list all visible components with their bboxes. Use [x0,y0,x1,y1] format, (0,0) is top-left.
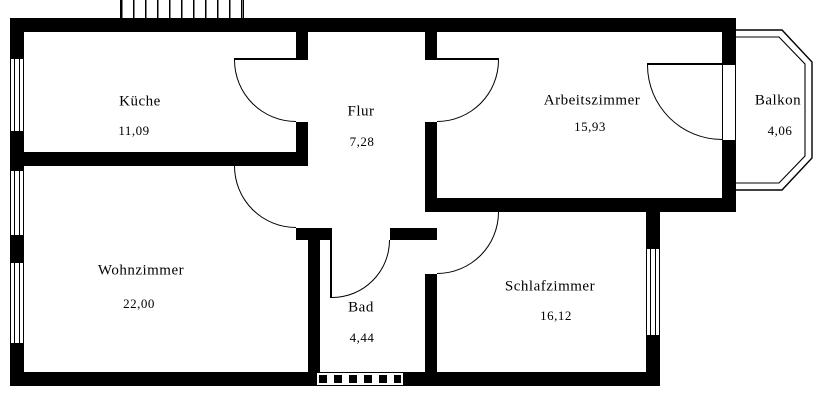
door-arc-arbeitszimmer [437,60,499,122]
wall-right-segment-1 [722,18,736,65]
door-leaf-kueche [234,58,296,60]
window-glass [650,249,656,335]
wall-bottom-segment-2 [404,372,660,386]
door-leaf-wohnzimmer [234,164,296,166]
door-arc-kueche [234,60,296,122]
window-glass [14,171,20,235]
balkon-railing [736,29,813,191]
wall-left-segment-2 [10,132,24,170]
room-label-kueche: Küche [119,93,161,110]
door-arc-schlafzimmer [437,212,499,274]
door-arc-balkon [647,65,722,140]
room-area-bad: 4,44 [349,330,375,345]
door-arc-bad [332,240,390,298]
wall-top [10,18,736,32]
room-label-balkon: Balkon [754,92,802,109]
room-label-wohnzimmer: Wohnzimmer [97,262,185,279]
wall-divider-arbeitszimmer-schlafzimmer [425,198,736,212]
wall-flur-right-segment-3 [425,274,437,372]
window-kueche [10,58,24,132]
room-label-bad: Bad [348,299,374,316]
balkon-door-threshold [722,65,736,140]
window-glass [14,59,20,131]
room-label-arbeitszimmer: Arbeitszimmer [543,92,641,109]
wall-bottom-segment-1 [10,372,316,386]
wall-schlafzimmer-right-segment-2 [646,336,660,386]
wall-flur-left-segment-1 [296,32,308,60]
door-leaf-bad [330,240,332,298]
window-wohnzimmer-upper [10,170,24,236]
door-arc-wohnzimmer [234,166,296,228]
window-bad [316,372,404,386]
wall-bad-left [308,228,320,372]
door-leaf-schlafzimmer [437,210,499,212]
wall-flur-right-segment-2 [425,122,437,212]
wall-left-segment-3 [10,236,24,262]
window-wohnzimmer-lower [10,262,24,344]
room-area-schlafzimmer: 16,12 [540,308,572,323]
window-glass [14,263,20,343]
room-label-flur: Flur [347,103,375,120]
room-area-kueche: 11,09 [118,123,150,138]
wall-flur-right-segment-1 [425,32,437,60]
room-area-arbeitszimmer: 15,93 [574,119,606,134]
wall-flur-left-segment-2 [296,122,308,166]
room-area-balkon: 4,06 [767,123,793,138]
window-hatch [319,375,401,383]
staircase [120,0,244,18]
door-leaf-balkon [647,63,722,65]
wall-left-segment-1 [10,18,24,58]
wall-bad-top-segment-2 [390,228,437,240]
room-area-wohnzimmer: 22,00 [123,296,155,311]
door-leaf-arbeitszimmer [437,58,499,60]
room-area-flur: 7,28 [349,134,375,149]
room-label-schlafzimmer: Schlafzimmer [504,278,596,295]
window-schlafzimmer [646,248,660,336]
wall-divider-kueche-wohnzimmer [24,152,308,166]
wall-right-segment-2 [722,140,736,212]
